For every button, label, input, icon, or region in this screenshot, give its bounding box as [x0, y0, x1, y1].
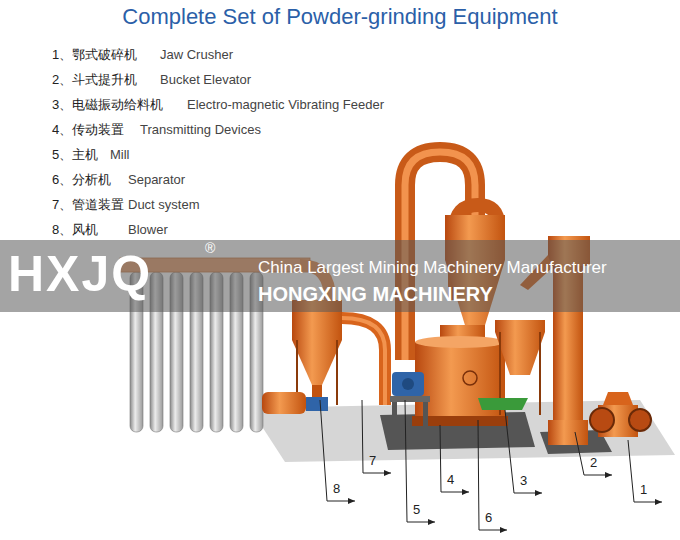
callout-number: 1 — [640, 482, 647, 498]
list-item-english: Mill — [110, 147, 130, 163]
callout-number: 6 — [485, 510, 492, 526]
list-item-chinese: 5、主机 — [52, 147, 98, 163]
callout-number: 2 — [590, 455, 597, 471]
list-item-chinese: 4、传动装置 — [52, 122, 124, 138]
list-item-english: Bucket Elevator — [160, 72, 251, 88]
list-item-english: Jaw Crusher — [160, 47, 233, 63]
list-item-chinese: 7、管道装置 — [52, 197, 124, 213]
callout-number: 8 — [333, 481, 340, 497]
diagram-title: Complete Set of Powder-grinding Equipmen… — [0, 4, 680, 30]
list-item-chinese: 6、分析机 — [52, 172, 111, 188]
callout-number: 5 — [413, 502, 420, 518]
callout-number: 7 — [369, 453, 376, 469]
list-item-english: Separator — [128, 172, 185, 188]
list-item-english: Duct system — [128, 197, 200, 213]
watermark-slogan: China Largest Mining Machinery Manufactu… — [258, 258, 607, 278]
list-item-chinese: 2、斗式提升机 — [52, 72, 137, 88]
list-item-chinese: 8、风机 — [52, 222, 98, 238]
list-item-chinese: 1、鄂式破碎机 — [52, 47, 137, 63]
list-item-english: Transmitting Devices — [140, 122, 261, 138]
watermark-logo: HXJQ — [8, 244, 152, 304]
list-item-english: Electro-magnetic Vibrating Feeder — [187, 97, 384, 113]
callout-number: 3 — [520, 473, 527, 489]
callout-number: 4 — [447, 472, 454, 488]
watermark-company: HONGXING MACHINERY — [258, 282, 493, 306]
list-item-english: Blower — [128, 222, 168, 238]
registered-mark: ® — [205, 240, 215, 257]
list-item-chinese: 3、电磁振动给料机 — [52, 97, 163, 113]
